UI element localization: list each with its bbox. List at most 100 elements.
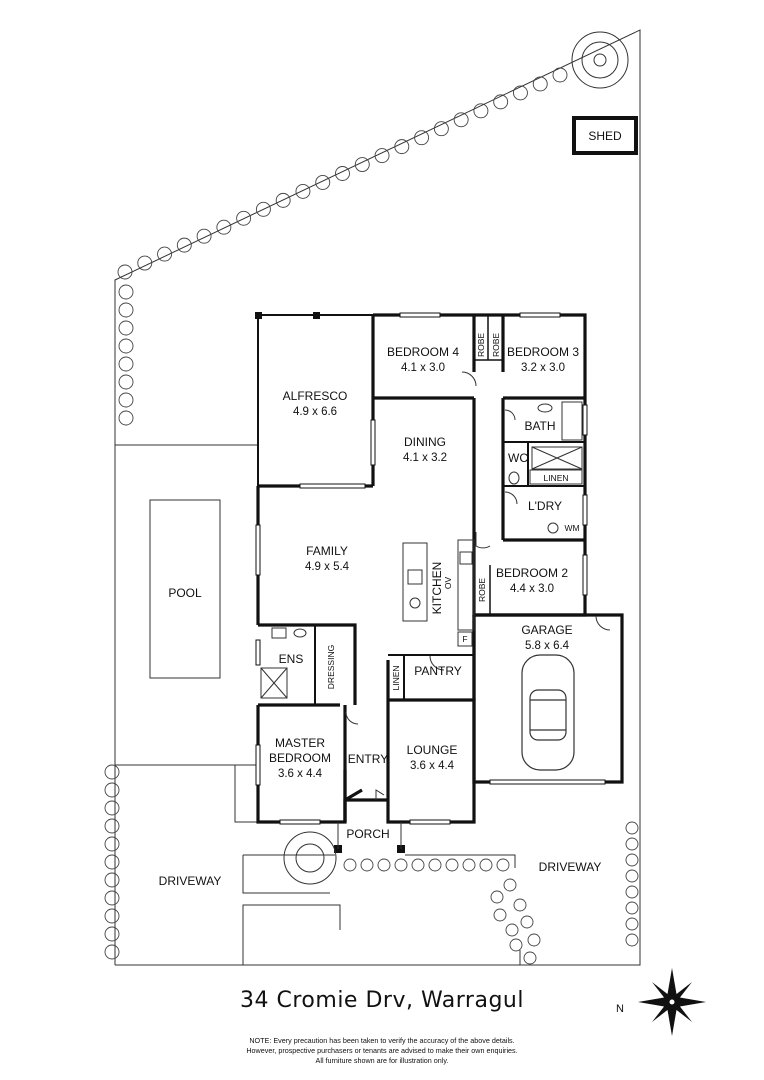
alfresco-label: ALFRESCO <box>283 389 348 403</box>
shrub-icon <box>625 853 639 867</box>
shrub-icon <box>118 338 134 354</box>
shrub-icon <box>354 157 370 172</box>
bedroom4-label: BEDROOM 4 <box>387 345 459 359</box>
shrub-icon <box>625 901 639 915</box>
windows <box>255 312 606 825</box>
shrub-icon <box>137 255 153 271</box>
site-boundary <box>114 29 641 966</box>
shrub-icon <box>490 890 504 904</box>
dining-dims: 4.1 x 3.2 <box>403 452 447 464</box>
shrub-icon <box>104 782 120 798</box>
bedroom3-label: BEDROOM 3 <box>507 345 579 359</box>
shrub-icon <box>523 951 537 965</box>
alfresco-dims: 4.9 x 6.6 <box>293 406 337 418</box>
family-dims: 4.9 x 5.4 <box>305 561 350 573</box>
porch <box>337 822 402 849</box>
dressing-label: DRESSING <box>326 645 336 689</box>
shrub-icon <box>503 878 517 892</box>
disclaimer-note: NOTE: Every precaution has been taken to… <box>0 1036 764 1066</box>
master-label-2: BEDROOM <box>269 751 331 765</box>
shrub-icon <box>445 858 459 872</box>
shrub-icon <box>414 130 430 146</box>
driveway-right-label: DRIVEWAY <box>539 860 602 874</box>
robe-b2-label: ROBE <box>477 578 487 602</box>
shrub-icon <box>493 94 509 110</box>
shrub-icon <box>625 869 639 883</box>
shrub-icon <box>377 858 391 872</box>
pool: POOL <box>149 499 221 679</box>
lounge-label: LOUNGE <box>407 743 458 757</box>
bath-label: BATH <box>524 419 555 433</box>
shrub-icon <box>509 938 523 952</box>
oven-label: OV <box>443 577 453 590</box>
kitchen-label: KITCHEN <box>430 562 444 615</box>
wc-label: WC <box>508 451 528 465</box>
shrub-icon <box>157 246 172 262</box>
shrub-icon <box>118 320 134 336</box>
shrub-icon <box>104 908 120 924</box>
shrub-icon <box>104 764 120 780</box>
shrub-icon <box>552 67 568 83</box>
shrub-icon <box>255 201 271 217</box>
room-labels: BEDROOM 4 4.1 x 3.0 BEDROOM 3 3.2 x 3.0 … <box>159 333 602 888</box>
family-label: FAMILY <box>306 544 348 558</box>
shrub-icon <box>625 917 639 931</box>
shrub-icon <box>104 926 120 942</box>
shrub-icon <box>104 890 120 906</box>
shrub-icon <box>433 121 449 137</box>
shrub-icon <box>505 923 519 937</box>
tree-icon <box>283 831 337 885</box>
shrub-icon <box>374 148 390 164</box>
shrub-icon <box>513 898 527 912</box>
shrub-icon <box>479 858 493 872</box>
shrub-icon <box>118 392 134 408</box>
kitchen-fittings <box>402 539 475 647</box>
shrub-icon <box>104 944 120 960</box>
compass-icon <box>638 968 706 1036</box>
bathroom-fixtures <box>260 401 583 699</box>
fridge-label: F <box>462 634 467 644</box>
entry-label: ENTRY <box>348 752 388 766</box>
shrub-icon <box>104 854 120 870</box>
bedroom2-label: BEDROOM 2 <box>496 566 568 580</box>
shrub-icon <box>625 821 639 835</box>
shrub-icon <box>473 103 489 119</box>
shrub-icon <box>335 166 350 181</box>
garage-label: GARAGE <box>521 623 572 637</box>
shrub-icon <box>453 112 469 128</box>
shrub-icon <box>394 858 408 872</box>
robe-b4-label: ROBE <box>476 333 486 357</box>
shrub-icon <box>625 933 639 947</box>
bedroom2-dims: 4.4 x 3.0 <box>510 583 554 595</box>
bedroom3-dims: 3.2 x 3.0 <box>521 362 565 374</box>
linen-bath-label: LINEN <box>543 473 568 483</box>
garage-dims: 5.8 x 6.4 <box>525 640 570 652</box>
shrub-icon <box>520 915 534 929</box>
linen-hall-label: LINEN <box>391 665 401 690</box>
shrub-icon <box>176 237 192 253</box>
hedge-shrubs <box>104 67 639 965</box>
shrub-icon <box>118 374 134 390</box>
shed: SHED <box>572 116 638 155</box>
shrub-icon <box>236 210 252 226</box>
shrub-icon <box>104 800 120 816</box>
laundry-label: L'DRY <box>528 499 562 513</box>
shrub-icon <box>527 933 541 947</box>
shrub-icon <box>625 837 639 851</box>
shrub-icon <box>462 858 476 872</box>
shrub-icon <box>196 228 212 244</box>
shrub-icon <box>216 219 232 235</box>
shrub-icon <box>360 858 374 872</box>
pantry-label: PANTRY <box>414 664 462 678</box>
shrub-icon <box>428 858 442 872</box>
shrub-icon <box>104 836 120 852</box>
car-icon <box>521 654 575 771</box>
bedroom4-dims: 4.1 x 3.0 <box>401 362 445 374</box>
north-label: N <box>616 1003 624 1015</box>
shrub-icon <box>513 85 528 101</box>
shrub-icon <box>117 264 133 280</box>
shrub-icon <box>118 356 134 372</box>
note-line: NOTE: Every precaution has been taken to… <box>249 1036 515 1045</box>
note-line: However, prospective purchasers or tenan… <box>246 1046 518 1055</box>
